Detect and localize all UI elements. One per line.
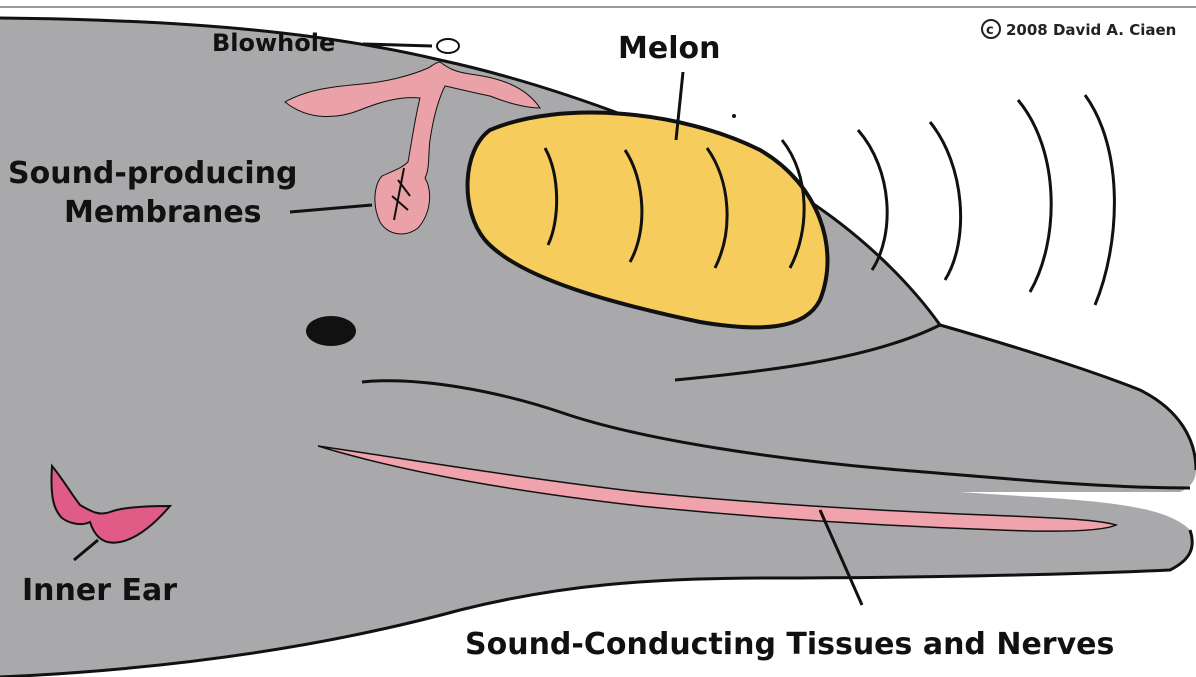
sound-wave	[930, 122, 961, 280]
inner-ear-label: Inner Ear	[22, 573, 177, 608]
sound-producing-label-line1: Sound-producing	[8, 156, 297, 191]
blowhole	[437, 39, 459, 53]
sound-conducting-label: Sound-Conducting Tissues and Nerves	[465, 627, 1114, 662]
copyright-text: 2008 David A. Ciaen	[1006, 21, 1176, 39]
copyright-notice: c 2008 David A. Ciaen	[982, 20, 1176, 39]
sound-producing-label-line2: Membranes	[64, 195, 262, 230]
blowhole-label: Blowhole	[212, 29, 335, 57]
dot-mark	[732, 114, 736, 118]
melon-label: Melon	[618, 31, 720, 66]
eye	[306, 316, 356, 346]
sound-wave	[1085, 95, 1114, 305]
sound-wave	[1018, 100, 1051, 292]
blowhole-leader	[363, 44, 432, 46]
copyright-symbol: c	[986, 23, 994, 38]
